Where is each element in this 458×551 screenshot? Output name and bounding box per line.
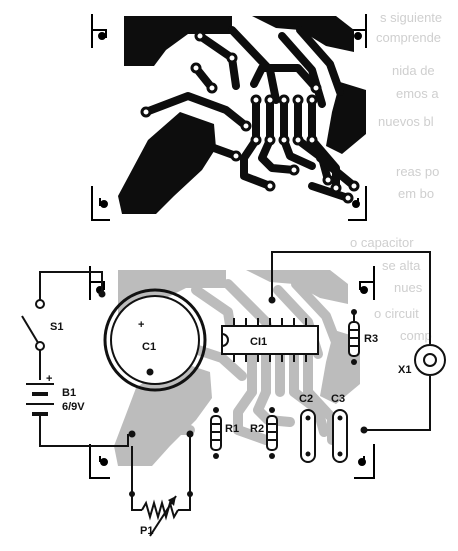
s1-label: S1 [50, 321, 63, 333]
component-layout: + C1 CI1 R3 [21, 251, 446, 537]
bg-text-11: o circuit [374, 306, 419, 321]
bg-text-5: nuevos bl [378, 114, 434, 129]
bg-text-10: nues [394, 280, 423, 295]
bg-text-3: nida de [392, 63, 435, 78]
c3-label: C3 [331, 393, 345, 405]
r3-label: R3 [364, 333, 378, 345]
c2-label: C2 [299, 393, 313, 405]
capacitor-c1: + C1 [103, 288, 207, 392]
copper-pours [118, 16, 366, 214]
battery-b1: + B1 6/9V [26, 373, 85, 424]
transducer-x1: X1 [398, 344, 446, 376]
bg-text-1: s siguiente [380, 10, 442, 25]
r1-label: R1 [225, 423, 239, 435]
x1-label: X1 [398, 364, 411, 376]
resistor-r2: R2 [250, 407, 278, 459]
ci1-label: CI1 [250, 336, 267, 348]
external-wires [39, 251, 431, 494]
copper-pads [140, 30, 360, 204]
bg-text-7: em bo [398, 186, 434, 201]
pads [98, 290, 368, 438]
switch-s1: S1 [21, 299, 63, 351]
background-text: s siguiente comprende nida de emos a nue… [350, 10, 442, 343]
bg-text-4: emos a [396, 86, 439, 101]
ic-ci1: CI1 [221, 318, 319, 362]
bg-text-12: comp [400, 328, 432, 343]
battery-plus-sign: + [46, 373, 52, 385]
resistor-r3: R3 [348, 309, 378, 365]
resistor-r1: R1 [210, 407, 239, 459]
corner-mark [89, 266, 375, 479]
bg-text-8: o capacitor [350, 235, 414, 250]
c1-label: C1 [142, 341, 156, 353]
c1-plus-sign: + [138, 319, 144, 331]
bg-text-2: comprende [376, 30, 441, 45]
pcb-copper-layout [91, 14, 367, 221]
battery-voltage: 6/9V [62, 401, 85, 413]
b1-label: B1 [62, 387, 76, 399]
capacitor-c3: C3 [331, 393, 348, 463]
capacitor-c2: C2 [299, 393, 316, 463]
bg-text-6: reas po [396, 164, 439, 179]
copper-traces [142, 26, 358, 202]
potentiometer-p1: P1 [129, 491, 193, 537]
bg-text-9: se alta [382, 258, 421, 273]
corner-mark [91, 14, 367, 221]
r2-label: R2 [250, 423, 264, 435]
p1-label: P1 [140, 525, 153, 537]
